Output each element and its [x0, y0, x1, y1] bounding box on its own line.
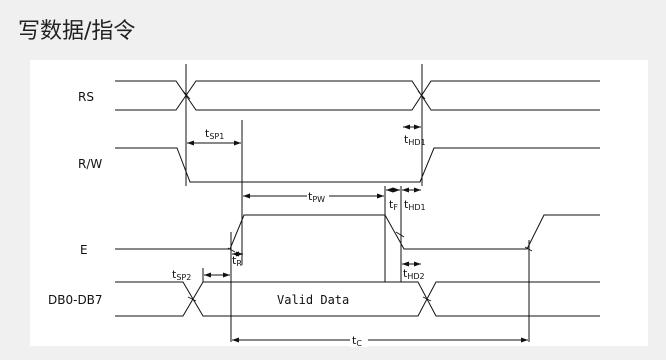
thd1-rw-label: tHD1 — [404, 198, 426, 212]
tsp2-label: tSP2 — [172, 268, 191, 282]
signal-label-rs: RS — [78, 90, 94, 104]
thd2-label: tHD2 — [403, 267, 425, 281]
valid-data-label: Valid Data — [277, 293, 349, 307]
e-waveform — [115, 214, 600, 250]
tpw-label: tPW — [308, 190, 325, 204]
rw-waveform — [115, 147, 600, 183]
tf-label: tF — [389, 198, 398, 212]
signal-label-rw: R/W — [78, 157, 102, 171]
tc-label: tC — [352, 334, 362, 348]
timing-diagram-panel — [30, 60, 648, 346]
reference-lines — [185, 64, 530, 342]
signal-label-e: E — [80, 243, 88, 257]
rs-waveform — [115, 80, 600, 111]
signal-label-db: DB0-DB7 — [48, 293, 103, 307]
db-waveform — [115, 281, 600, 317]
thd1-rs-label: tHD1 — [404, 133, 426, 147]
page-title: 写数据/指令 — [18, 19, 136, 44]
tsp1-label: tSP1 — [205, 127, 224, 141]
tr-label: tR — [232, 254, 242, 268]
